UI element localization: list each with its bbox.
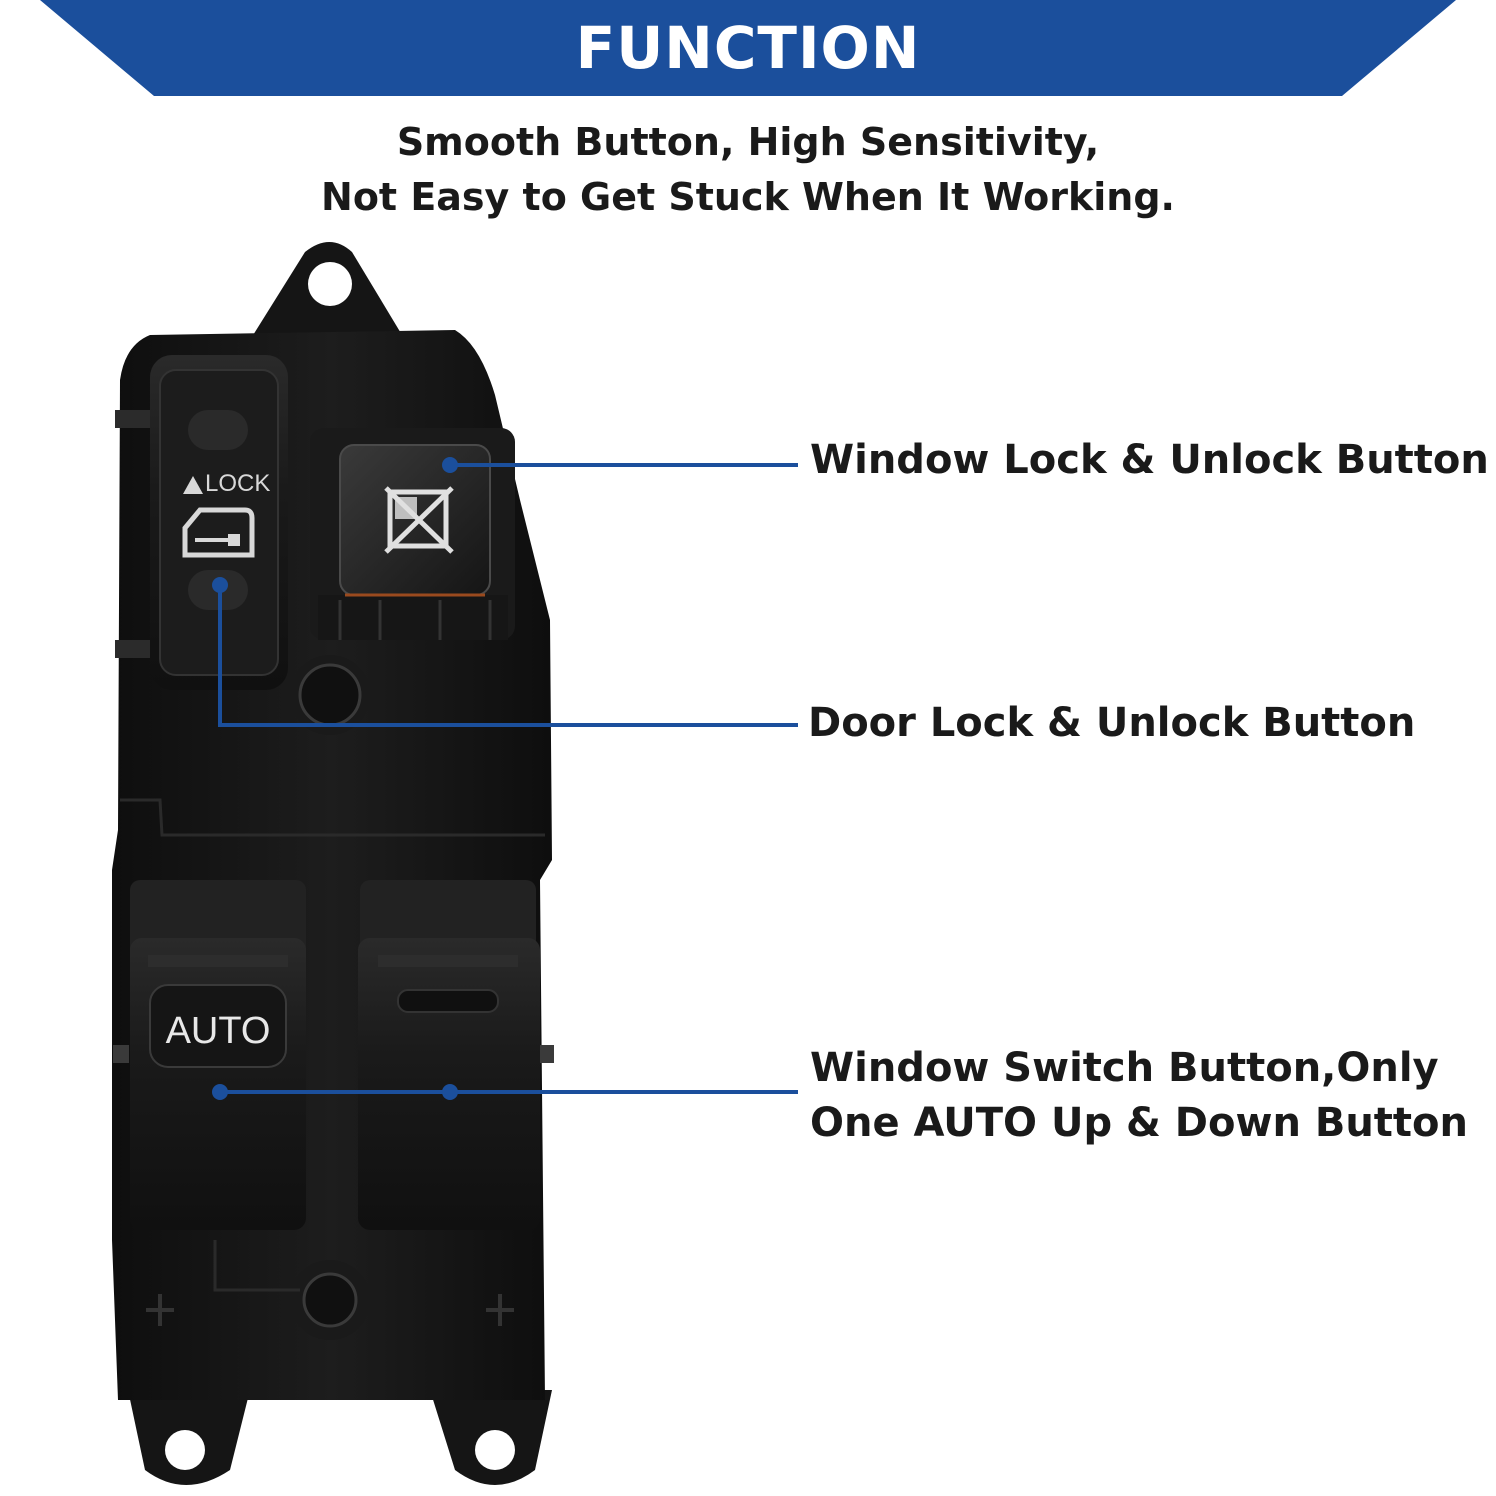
passenger-window-switch xyxy=(358,880,540,1230)
auto-window-switch: AUTO xyxy=(130,880,306,1230)
callout-door-lock: Door Lock & Unlock Button xyxy=(808,700,1416,746)
callout-window-switch-line-1: Window Switch Button,Only xyxy=(810,1045,1439,1091)
callout-dots xyxy=(212,457,458,1100)
lower-body-details xyxy=(146,1240,514,1340)
top-mounting-ear xyxy=(250,242,405,340)
lock-label: LOCK xyxy=(205,470,271,497)
subtitle-line-1: Smooth Button, High Sensitivity, xyxy=(396,120,1100,164)
banner-title: FUNCTION xyxy=(575,14,921,82)
subtitle-line-2: Not Easy to Get Stuck When It Working. xyxy=(321,175,1175,219)
window-lock-button xyxy=(310,428,515,640)
function-banner xyxy=(40,0,1456,96)
bottom-mounting-ears xyxy=(128,1390,552,1485)
auto-label: AUTO xyxy=(166,1010,271,1052)
callout-window-lock: Window Lock & Unlock Button xyxy=(810,437,1489,483)
callout-window-switch-line-2: One AUTO Up & Down Button xyxy=(810,1100,1469,1146)
callout-leader-lines xyxy=(218,463,798,1094)
door-lock-rocker xyxy=(150,355,288,690)
